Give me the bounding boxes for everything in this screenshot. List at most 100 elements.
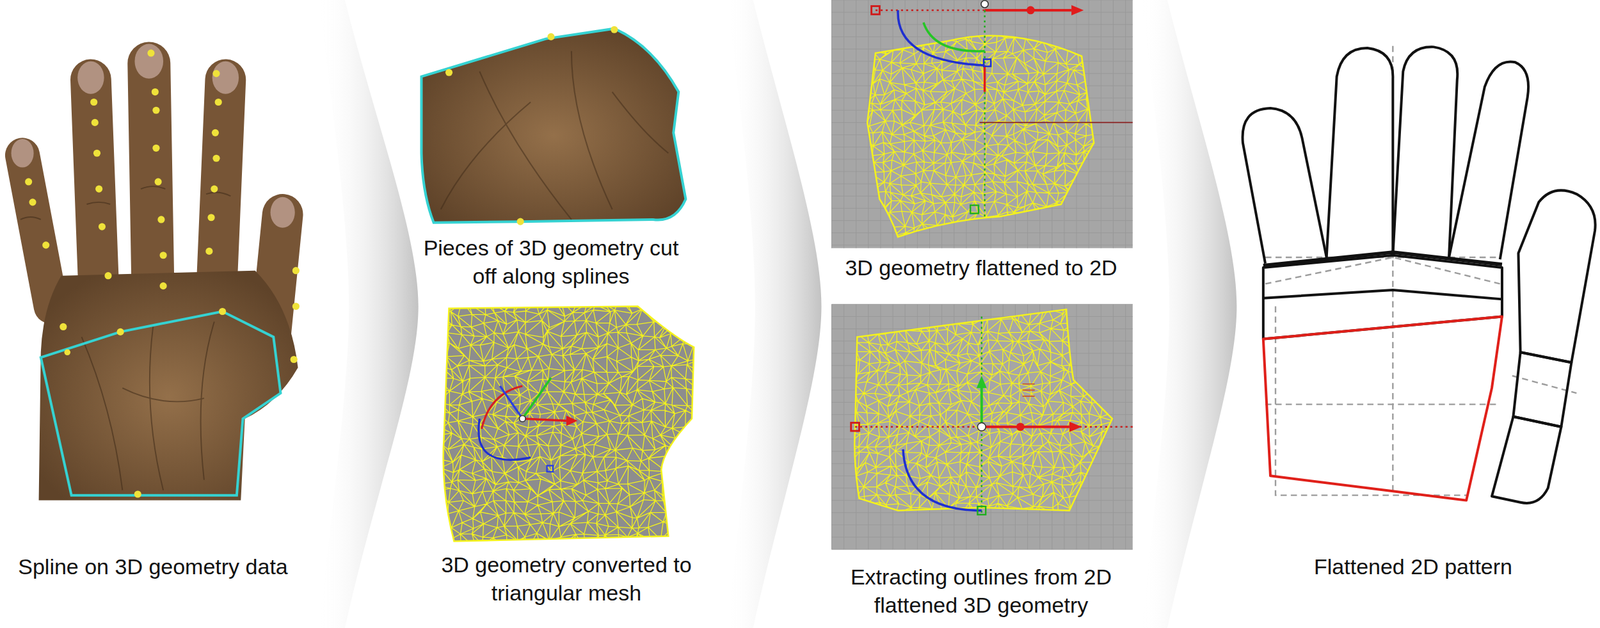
flattened-view-part [983, 59, 991, 67]
flattened-view-part [831, 24, 1133, 25]
mesh-outline [443, 306, 695, 542]
triangular-mesh-part [499, 385, 523, 419]
outline-view-part [851, 422, 860, 431]
flattened-view-part [831, 232, 1133, 233]
outline-view-part [1069, 421, 1082, 432]
stage-caption: Flattened 2D pattern [1262, 552, 1564, 581]
hand-scan-part-part [206, 192, 231, 197]
hand-scan-part-part [212, 61, 239, 95]
cut-piece-part-part [479, 71, 571, 220]
glove-pattern-part [1263, 316, 1503, 500]
glove-pattern-part-part [1263, 289, 1503, 299]
hand-scan-part-part [147, 49, 155, 57]
hand-scan-part-part [24, 177, 32, 185]
outline-view-part [855, 426, 1133, 428]
flattened-view-part [923, 22, 985, 52]
mesh-outline [854, 309, 1113, 511]
hand-scan-part-part [212, 69, 220, 77]
flattened-view-part [831, 244, 1133, 246]
flattened-view-part [970, 205, 979, 214]
hand-scan-part-part [11, 138, 34, 168]
hand-scan-part-part [140, 186, 166, 189]
flattened-view-part [1026, 6, 1035, 15]
hand-scan-part-part [154, 177, 162, 185]
outline-view-part [1016, 422, 1025, 431]
outline-view-part [831, 536, 1133, 538]
hand-scan-part-part [98, 223, 106, 231]
hand-scan-part-part [149, 326, 164, 490]
flattened-view [831, 0, 1133, 249]
hand-scan-part-part [211, 129, 219, 137]
glove-pattern-part [1242, 46, 1596, 504]
flattened-view-part [983, 0, 985, 220]
stage-caption: 3D geometry flattened to 2D [801, 253, 1161, 282]
hand-scan-part-part [77, 61, 104, 95]
hand-scan-part [20, 186, 231, 491]
hand-scan-part-part [207, 213, 215, 221]
stage-caption: 3D geometry converted to triangular mesh [430, 550, 703, 607]
hand-scan-part-part [117, 328, 125, 336]
hand-scan-part-part [64, 349, 71, 356]
flattened-view-part [897, 10, 985, 66]
cut-piece-part-part [517, 218, 525, 226]
hand-scan-part-part [42, 241, 50, 249]
hand-scan-part-part [210, 185, 218, 193]
triangular-mesh-part [481, 385, 523, 429]
triangular-mesh [435, 297, 712, 552]
hand-scan-part-part [122, 387, 205, 402]
flattened-view-part [979, 121, 1133, 123]
hand-scan-part-part [212, 154, 220, 162]
outline-view-part [977, 422, 986, 431]
process-swoosh-part [1141, 0, 1238, 628]
hand-scan-part-part [104, 272, 112, 280]
outline-view-part [981, 316, 983, 516]
hand-scan-part-part [22, 154, 52, 306]
hand-scan-part-part [200, 321, 215, 480]
process-swoosh [318, 0, 1237, 628]
mesh-edges [435, 297, 712, 552]
hand-scan-part-part [151, 88, 159, 96]
flattened-view-part [981, 0, 989, 8]
hand-scan-part-part [270, 197, 296, 228]
hand-scan-part-part [134, 490, 142, 498]
hand-scan-part-part [28, 198, 36, 206]
outline-view-part [1022, 384, 1035, 397]
hand-scan-part-part [81, 336, 123, 490]
outline-view-part [980, 385, 984, 427]
flattened-view-part [831, 220, 1133, 221]
cut-piece-part-part [445, 69, 453, 77]
cut-piece-part-part [610, 26, 618, 34]
outline-view-part [831, 549, 1133, 550]
hand-scan-part-part [292, 302, 300, 310]
glove-pattern-part-part [1512, 352, 1572, 427]
process-swoosh-part [318, 0, 418, 628]
flattened-view-part [983, 65, 987, 92]
hand-scan-part-part [157, 215, 165, 223]
flattened-view-part [1100, 0, 1102, 249]
triangular-mesh-part [547, 465, 554, 472]
glove-pattern-part-part [1265, 403, 1501, 405]
outline-view-part [831, 524, 1133, 525]
hand-scan-part [24, 49, 300, 498]
hand-scan-part-part [59, 323, 67, 331]
flattened-view-part [1125, 0, 1126, 249]
hand-scan-part-part [152, 144, 160, 152]
hand-scan-part-part [152, 106, 160, 114]
process-swoosh-part [726, 0, 822, 628]
triangular-mesh-part [566, 415, 578, 426]
hand-scan-part-part [149, 63, 153, 297]
hand-scan-part [11, 44, 296, 228]
triangular-mesh-part [478, 418, 531, 460]
glove-pattern-part-part [1242, 108, 1327, 264]
glove-pattern [1242, 46, 1596, 504]
hand-scan [11, 44, 300, 501]
hand-scan-part-part [95, 185, 103, 193]
glove-pattern-part-part [1392, 46, 1458, 258]
flattened-view-part [843, 0, 845, 249]
flattened-view-part [855, 0, 857, 249]
hand-scan-part-part [290, 355, 298, 363]
cut-piece-part-part [571, 51, 613, 210]
outline-view [831, 297, 1133, 550]
